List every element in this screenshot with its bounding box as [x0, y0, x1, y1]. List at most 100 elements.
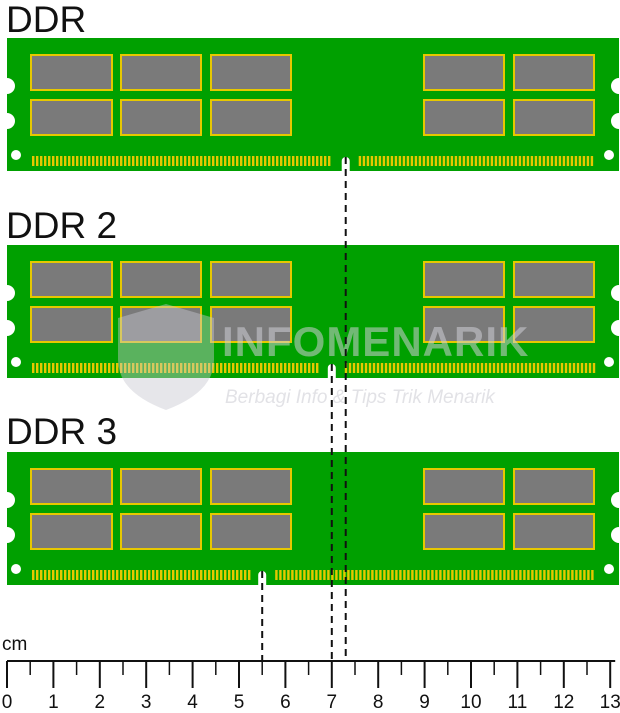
- memory-chip: [30, 513, 113, 550]
- contact-pin: [578, 156, 582, 166]
- contact-pin: [426, 156, 430, 166]
- contact-pin: [484, 363, 488, 373]
- contact-pin: [475, 570, 478, 580]
- contact-pin: [467, 570, 470, 580]
- contact-pin: [554, 156, 558, 166]
- contact-pin: [506, 156, 510, 166]
- contact-pin: [492, 363, 496, 373]
- contact-pin: [120, 570, 123, 580]
- contact-pin: [542, 156, 546, 166]
- contact-pin: [550, 156, 554, 166]
- contact-pin: [416, 363, 420, 373]
- contact-pin: [112, 570, 115, 580]
- contact-pin: [583, 570, 586, 580]
- contact-pin: [216, 363, 219, 373]
- contact-pin: [36, 156, 39, 166]
- contact-pin: [592, 363, 596, 373]
- contact-pin: [502, 156, 506, 166]
- contact-pin: [56, 570, 59, 580]
- contact-pin: [504, 363, 508, 373]
- contact-pin: [204, 570, 207, 580]
- contact-pin: [440, 363, 444, 373]
- memory-chip: [513, 513, 595, 550]
- contact-pin: [540, 363, 544, 373]
- contact-pin: [352, 363, 356, 373]
- contact-pin: [280, 156, 283, 166]
- contact-pin: [264, 156, 267, 166]
- memory-chip: [513, 468, 595, 505]
- contact-pin: [212, 570, 215, 580]
- contact-pin: [552, 363, 556, 373]
- contact-pin: [368, 363, 372, 373]
- contact-pin: [503, 570, 506, 580]
- memory-chip: [210, 468, 292, 505]
- contact-pin: [52, 156, 55, 166]
- contact-pin: [228, 570, 231, 580]
- contact-pin: [84, 156, 87, 166]
- contact-pin: [100, 156, 103, 166]
- contact-pin: [486, 156, 490, 166]
- contact-pin: [308, 363, 311, 373]
- contact-pin: [383, 570, 386, 580]
- contact-pin: [48, 363, 51, 373]
- contact-pin: [204, 363, 207, 373]
- ruler-tick-label: 2: [95, 692, 106, 713]
- contact-pin: [420, 363, 424, 373]
- contact-pin: [196, 363, 199, 373]
- contact-pin: [512, 363, 516, 373]
- memory-chip: [423, 54, 505, 91]
- contact-pin: [494, 156, 498, 166]
- contact-pin: [311, 570, 314, 580]
- contact-pin: [180, 156, 183, 166]
- contact-pin: [104, 156, 107, 166]
- contact-pin: [140, 570, 143, 580]
- contact-pin: [307, 570, 310, 580]
- memory-chip: [30, 261, 113, 298]
- contact-pin: [172, 156, 175, 166]
- contact-pin: [468, 363, 472, 373]
- contact-pin: [256, 156, 259, 166]
- contact-pin: [531, 570, 534, 580]
- contact-pin: [164, 363, 167, 373]
- contact-pin: [96, 363, 99, 373]
- ruler-tick-label: 10: [460, 692, 481, 713]
- contact-pin: [320, 156, 323, 166]
- memory-chip: [423, 468, 505, 505]
- watermark: INFOMENARIK Berbagi Info & Tips Trik Men…: [118, 304, 528, 410]
- contact-pin: [44, 570, 47, 580]
- contact-pin: [295, 570, 298, 580]
- contact-pin: [232, 363, 235, 373]
- contact-pin: [100, 570, 103, 580]
- contact-pin: [360, 363, 364, 373]
- contact-pin: [546, 156, 550, 166]
- contact-pin: [464, 363, 468, 373]
- memory-chip: [423, 99, 505, 136]
- contact-pin: [548, 363, 552, 373]
- contact-pin: [168, 363, 171, 373]
- contact-pin: [514, 156, 518, 166]
- contact-pin: [579, 570, 582, 580]
- contact-pin: [132, 363, 135, 373]
- contact-pin: [104, 363, 107, 373]
- contact-pin: [252, 156, 255, 166]
- memory-chip: [423, 306, 505, 343]
- contact-pin: [76, 570, 79, 580]
- contact-pin: [240, 570, 243, 580]
- memory-chip: [210, 306, 292, 343]
- contact-pin: [570, 156, 574, 166]
- contact-pin: [244, 156, 247, 166]
- contact-pin: [452, 363, 456, 373]
- memory-chip: [513, 99, 595, 136]
- contact-pin: [523, 570, 526, 580]
- contact-pin: [560, 363, 564, 373]
- contact-pin: [260, 156, 263, 166]
- contact-pin: [374, 156, 378, 166]
- mounting-hole: [11, 564, 21, 574]
- contact-pin: [180, 570, 183, 580]
- contact-pin: [424, 363, 428, 373]
- ruler-unit: cm: [2, 634, 28, 655]
- contact-pin: [128, 156, 131, 166]
- contact-pin: [463, 570, 466, 580]
- contact-pin: [284, 156, 287, 166]
